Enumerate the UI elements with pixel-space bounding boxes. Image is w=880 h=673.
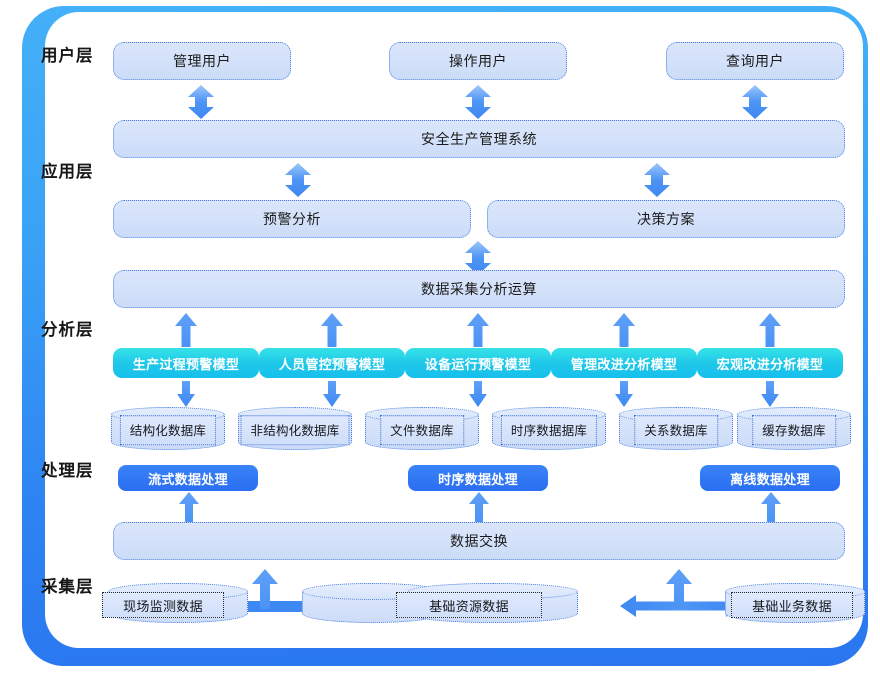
arrow-double-vertical-icon	[284, 163, 312, 197]
arrow-up-icon	[251, 569, 279, 609]
arrow-down-icon	[760, 381, 780, 407]
database-cylinder-icon[interactable]: 缓存数据库	[737, 407, 851, 450]
arrow-double-vertical-icon	[464, 85, 492, 119]
collection-exchange-bar[interactable]: 数据交换	[113, 522, 845, 560]
analysis-model-management[interactable]: 管理改进分析模型	[551, 348, 697, 378]
app-node-decision-plan[interactable]: 决策方案	[487, 200, 845, 238]
arrow-up-icon	[665, 569, 693, 609]
database-label: 时序数据据库	[500, 414, 598, 445]
user-node-operator[interactable]: 操作用户	[389, 42, 567, 80]
layer-label-process: 处理层	[41, 462, 94, 480]
analysis-model-production[interactable]: 生产过程预警模型	[113, 348, 259, 378]
connector-bar-left	[205, 601, 380, 612]
user-node-admin[interactable]: 管理用户	[113, 42, 291, 80]
database-cylinder-icon[interactable]: 非结构化数据库	[238, 407, 352, 450]
arrow-down-icon	[468, 381, 488, 407]
arrow-down-icon	[322, 381, 342, 407]
arrow-up-icon	[468, 492, 490, 522]
arrow-up-icon	[320, 313, 344, 347]
arrow-down-icon	[614, 381, 634, 407]
process-node-stream[interactable]: 流式数据处理	[118, 465, 258, 491]
analysis-model-equipment[interactable]: 设备运行预警模型	[405, 348, 551, 378]
source-label-business: 基础业务数据	[731, 592, 853, 618]
analysis-model-macro[interactable]: 宏观改进分析模型	[697, 348, 843, 378]
arrow-up-icon	[174, 313, 198, 347]
arrow-up-icon	[612, 313, 636, 347]
database-label: 关系数据库	[634, 414, 718, 445]
source-label-field: 现场监测数据	[102, 592, 224, 618]
source-label-resource: 基础资源数据	[396, 592, 542, 618]
layer-label-app: 应用层	[41, 163, 94, 181]
layer-label-analysis: 分析层	[41, 321, 94, 339]
database-label: 文件数据库	[380, 414, 464, 445]
app-system-bar[interactable]: 安全生产管理系统	[113, 120, 845, 158]
database-cylinder-icon[interactable]: 时序数据据库	[492, 407, 606, 450]
database-cylinder-icon[interactable]: 关系数据库	[619, 407, 733, 450]
arrow-double-vertical-icon	[187, 85, 215, 119]
database-cylinder-icon[interactable]: 文件数据库	[365, 407, 479, 450]
arrow-up-icon	[466, 313, 490, 347]
arrow-double-vertical-icon	[741, 85, 769, 119]
arrow-double-vertical-icon	[643, 163, 671, 197]
process-node-offline[interactable]: 离线数据处理	[700, 465, 840, 491]
database-label: 缓存数据库	[752, 414, 836, 445]
app-compute-bar[interactable]: 数据采集分析运算	[113, 270, 845, 308]
app-node-warning-analysis[interactable]: 预警分析	[113, 200, 471, 238]
arrow-up-icon	[760, 492, 782, 522]
arrow-double-vertical-icon	[464, 241, 492, 275]
arrow-down-icon	[176, 381, 196, 407]
user-node-query[interactable]: 查询用户	[666, 42, 844, 80]
analysis-model-personnel[interactable]: 人员管控预警模型	[259, 348, 405, 378]
process-node-timeseries[interactable]: 时序数据处理	[408, 465, 548, 491]
layer-label-collection: 采集层	[41, 578, 94, 596]
arrow-up-icon	[178, 492, 200, 522]
arrow-double-horizontal-icon	[620, 594, 742, 618]
database-cylinder-icon[interactable]: 结构化数据库	[111, 407, 225, 450]
layer-label-user: 用户层	[41, 47, 94, 65]
database-label: 结构化数据库	[119, 414, 217, 445]
database-label: 非结构化数据库	[240, 414, 350, 445]
arrow-up-icon	[758, 313, 782, 347]
